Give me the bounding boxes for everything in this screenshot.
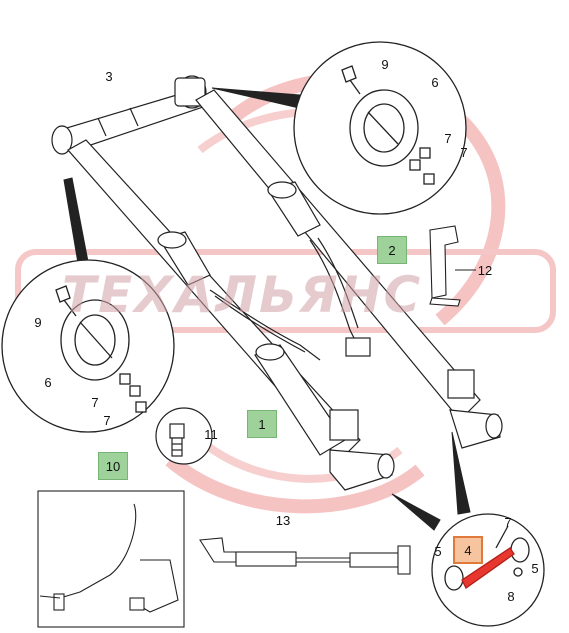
right-arm-cylinder (195, 89, 503, 449)
callout-4: 4 (453, 536, 483, 564)
callout-5-left: 5 (434, 544, 442, 559)
left-arm-cylinder (67, 139, 395, 491)
callout-5-right: 5 (531, 561, 539, 576)
detail-circle-left (1, 259, 175, 433)
bracket-12 (429, 225, 476, 307)
callout-6-top: 6 (431, 75, 439, 90)
callout-2: 2 (377, 236, 407, 264)
callout-3: 3 (105, 69, 113, 84)
leader-arrows (63, 87, 471, 531)
callout-6-left: 6 (44, 375, 52, 390)
callout-1: 1 (247, 410, 277, 438)
callout-9-left: 9 (34, 315, 42, 330)
callout-10: 10 (98, 452, 128, 480)
callout-7-detail: 7 (504, 515, 512, 530)
axle-tube (51, 75, 213, 155)
callout-13: 13 (275, 513, 291, 528)
harness-box (37, 490, 185, 628)
callout-7-left-b: 7 (103, 413, 111, 428)
callout-7-top-b: 7 (460, 145, 468, 160)
detail-circle-bolt (155, 407, 213, 465)
callout-8: 8 (507, 589, 515, 604)
watermark-text: ТЕХАЛЬЯНС (62, 266, 423, 324)
callout-7-left-a: 7 (91, 395, 99, 410)
hydraulic-line-13 (199, 537, 411, 575)
callout-11: 11 (204, 427, 218, 442)
callout-12: 12 (477, 263, 493, 278)
callout-9-top: 9 (381, 57, 389, 72)
callout-7-top-a: 7 (444, 131, 452, 146)
detail-circle-top (293, 41, 467, 215)
